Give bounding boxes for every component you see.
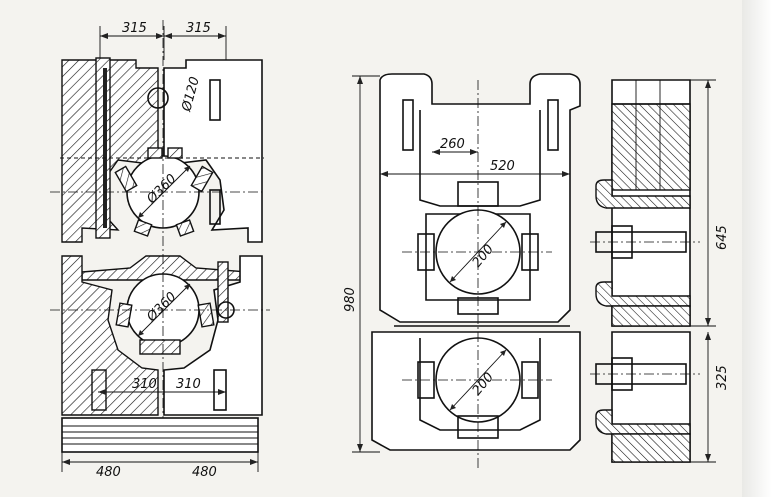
middle-stand-view — [352, 73, 581, 470]
dim-side-height-upper: 645 — [715, 225, 730, 250]
dim-inner-width: 260 — [440, 137, 465, 152]
right-stand-view — [590, 79, 716, 463]
dim-total-height: 980 — [343, 287, 358, 312]
dim-lower-right: 310 — [176, 377, 201, 392]
dim-lower-left: 310 — [132, 377, 157, 392]
dim-side-height-lower: 325 — [715, 365, 730, 390]
dim-outer-width: 520 — [490, 159, 515, 174]
dim-base-left: 480 — [96, 465, 121, 480]
dim-top-right-half: 315 — [186, 21, 211, 36]
page-edge-shadow — [742, 0, 772, 497]
dim-base-right: 480 — [192, 465, 217, 480]
dim-top-left-half: 315 — [122, 21, 147, 36]
left-stand-view — [50, 20, 270, 472]
